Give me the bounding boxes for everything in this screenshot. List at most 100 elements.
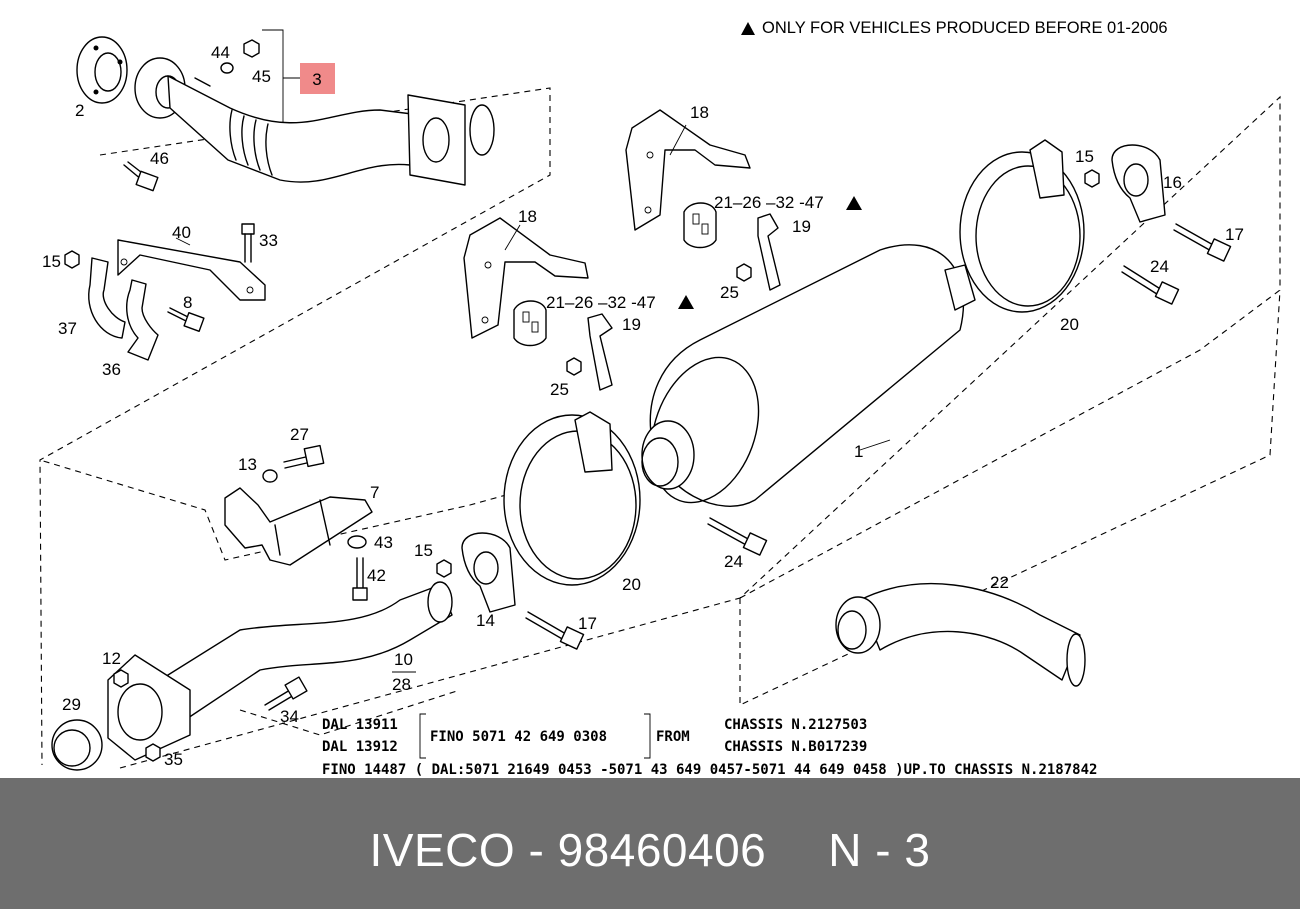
footer-part-number: 98460406	[557, 824, 767, 876]
callout-33: 33	[259, 231, 278, 250]
callout-22: 22	[990, 573, 1009, 592]
callout-43: 43	[374, 533, 393, 552]
footer-separator: -	[528, 824, 545, 876]
callout-17-right: 17	[1225, 225, 1244, 244]
warning-triangle-icon-upper	[846, 196, 862, 210]
note-dal-2: DAL 13912	[322, 739, 398, 755]
footer-ref-letter: N	[828, 824, 862, 876]
callout-35: 35	[164, 750, 183, 769]
bolt-17-center	[525, 611, 585, 650]
bolt-27	[283, 444, 325, 469]
flange-gasket-part	[76, 36, 128, 104]
nut-15-center	[436, 559, 452, 578]
bolt-24-right	[1121, 265, 1180, 305]
note-chassis-1: CHASSIS N.2127503	[724, 717, 867, 733]
nut-25-upper	[736, 263, 752, 282]
callout-19-lower: 19	[622, 315, 641, 334]
gasket-29	[51, 719, 103, 771]
note-fino: FINO 5071 42 649 0308	[430, 729, 607, 745]
bolt-17-right	[1173, 223, 1232, 262]
callout-45: 45	[252, 67, 271, 86]
hanger-bracket-18-upper	[625, 109, 751, 231]
callout-2: 2	[75, 101, 84, 120]
clamp-37	[88, 257, 126, 339]
callout-25-lower: 25	[550, 380, 569, 399]
callout-44: 44	[211, 43, 230, 62]
callout-15-left: 15	[42, 252, 61, 271]
bolt-24-center	[707, 517, 768, 556]
note-from: FROM	[656, 729, 690, 745]
callout-16: 16	[1163, 173, 1182, 192]
callout-14: 14	[476, 611, 495, 630]
front-pipe-part	[134, 57, 495, 186]
callout-7: 7	[370, 483, 379, 502]
bracket-19-lower	[587, 313, 613, 391]
washer-45	[220, 62, 234, 74]
footer-bar: IVECO - 98460406 N - 3	[0, 778, 1300, 909]
note-chassis-2: CHASSIS N.B017239	[724, 739, 867, 755]
band-clamp-20-upper	[959, 139, 1085, 313]
rubber-mount-lower	[513, 300, 547, 347]
note-dal-1: DAL 13911	[322, 717, 398, 733]
rubber-mount-upper	[683, 202, 717, 249]
nut-12	[113, 669, 129, 688]
callout-10: 10	[394, 650, 413, 669]
callout-kit-upper: 21–26 –32 -47	[714, 193, 824, 212]
nut-15-right	[1084, 169, 1100, 188]
callout-18-upper: 18	[690, 103, 709, 122]
bracket-left	[419, 713, 426, 759]
callout-8: 8	[183, 293, 192, 312]
group-ref-label: 3	[312, 70, 321, 89]
callout-28: 28	[392, 675, 411, 694]
bolt-46	[123, 161, 159, 192]
clamp-14	[461, 532, 516, 613]
callout-1: 1	[854, 442, 863, 461]
callouts: 2 44 45 46 40 33 15 8 37 36 18 18 21–26 …	[42, 43, 1244, 769]
callout-42: 42	[367, 566, 386, 585]
callout-24-center: 24	[724, 552, 743, 571]
callout-34: 34	[280, 707, 299, 726]
footer-ref-separator: -	[875, 824, 892, 876]
callout-19-upper: 19	[792, 217, 811, 236]
callout-18-lower: 18	[518, 207, 537, 226]
bolt-42	[352, 557, 368, 601]
callout-36: 36	[102, 360, 121, 379]
footer-brand: IVECO	[369, 824, 516, 876]
footer-ref-number: 3	[904, 824, 931, 876]
muffler-part	[641, 244, 976, 507]
callout-kit-lower: 21–26 –32 -47	[546, 293, 656, 312]
callout-17-center: 17	[578, 614, 597, 633]
washer-13	[262, 469, 278, 483]
callout-12: 12	[102, 649, 121, 668]
group-ref-box	[300, 63, 335, 94]
bracket-40	[117, 239, 266, 301]
band-clamp-20-lower	[503, 411, 641, 586]
callout-40: 40	[172, 223, 191, 242]
callout-37: 37	[58, 319, 77, 338]
callout-25-upper: 25	[720, 283, 739, 302]
tail-pipe-part	[835, 582, 1086, 687]
parts-diagram: ONLY FOR VEHICLES PRODUCED BEFORE 01-200…	[39, 19, 1281, 778]
callout-27: 27	[290, 425, 309, 444]
callout-15-right: 15	[1075, 147, 1094, 166]
warning-triangle-icon-lower	[678, 295, 694, 309]
callout-20-lower: 20	[622, 575, 641, 594]
applicability-notes: DAL 13911 DAL 13912 FINO 5071 42 649 030…	[322, 713, 1097, 778]
callout-15-center: 15	[414, 541, 433, 560]
bolt-8	[167, 307, 205, 333]
group-bracket	[262, 29, 284, 135]
bracket-right	[644, 713, 651, 759]
callout-46: 46	[150, 149, 169, 168]
footer-title: IVECO - 98460406 N - 3	[0, 778, 1300, 909]
note-footnote: FINO 14487 ( DAL:5071 21649 0453 -5071 4…	[322, 762, 1097, 778]
bracket-19-upper	[757, 213, 781, 291]
header-note: ONLY FOR VEHICLES PRODUCED BEFORE 01-200…	[762, 19, 1168, 37]
clamp-16	[1111, 144, 1166, 223]
nut-35	[145, 743, 161, 762]
leader-lines	[175, 77, 891, 673]
callout-29: 29	[62, 695, 81, 714]
bracket-7	[224, 487, 373, 566]
nut-15-left	[64, 250, 80, 269]
nut-25-lower	[566, 357, 582, 376]
warning-triangle-icon	[741, 22, 755, 35]
